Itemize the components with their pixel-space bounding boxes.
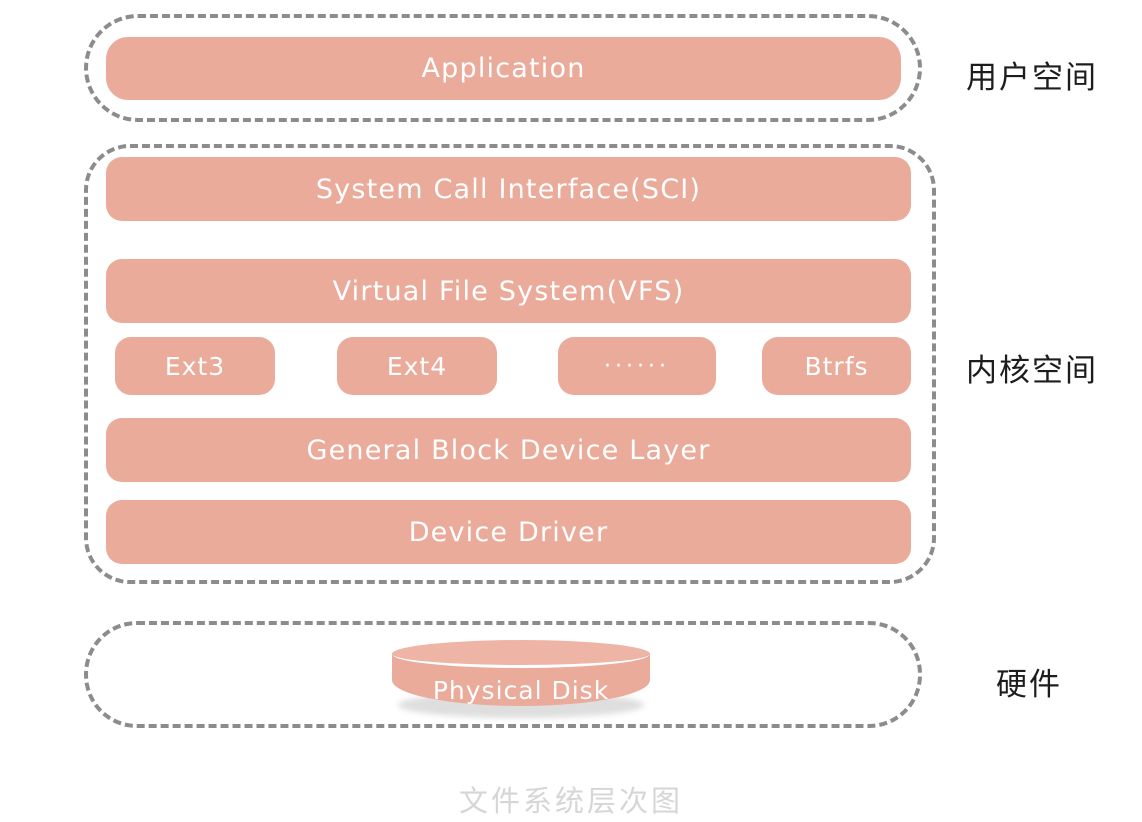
- physical-disk-label: Physical Disk: [432, 675, 610, 705]
- region-label-hardware: 硬件: [996, 667, 1062, 703]
- layer-box-system-call-interface[interactable]: System Call Interface(SCI): [106, 157, 911, 221]
- filesystem-row: Ext3 Ext4 ······ Btrfs: [106, 337, 911, 395]
- diagram-caption: 文件系统层次图: [458, 784, 683, 818]
- layer-box-device-driver[interactable]: Device Driver: [106, 500, 911, 564]
- filesystem-box-btrfs[interactable]: Btrfs: [762, 337, 911, 395]
- region-user-space: [84, 14, 922, 122]
- filesystem-box-more-ellipsis[interactable]: ······: [558, 337, 716, 395]
- region-label-kernel-space: 内核空间: [966, 353, 1098, 389]
- layer-box-application[interactable]: Application: [106, 37, 901, 100]
- region-label-user-space: 用户空间: [966, 60, 1098, 96]
- filesystem-box-ext3[interactable]: Ext3: [115, 337, 275, 395]
- layer-box-virtual-file-system[interactable]: Virtual File System(VFS): [106, 259, 911, 323]
- layer-box-general-block-device-layer[interactable]: General Block Device Layer: [106, 418, 911, 482]
- region-hardware: [84, 621, 922, 728]
- physical-disk-cylinder[interactable]: Physical Disk: [392, 640, 650, 718]
- disk-top-ellipse: [392, 640, 650, 668]
- region-kernel-space: [84, 144, 936, 584]
- filesystem-box-ext4[interactable]: Ext4: [337, 337, 497, 395]
